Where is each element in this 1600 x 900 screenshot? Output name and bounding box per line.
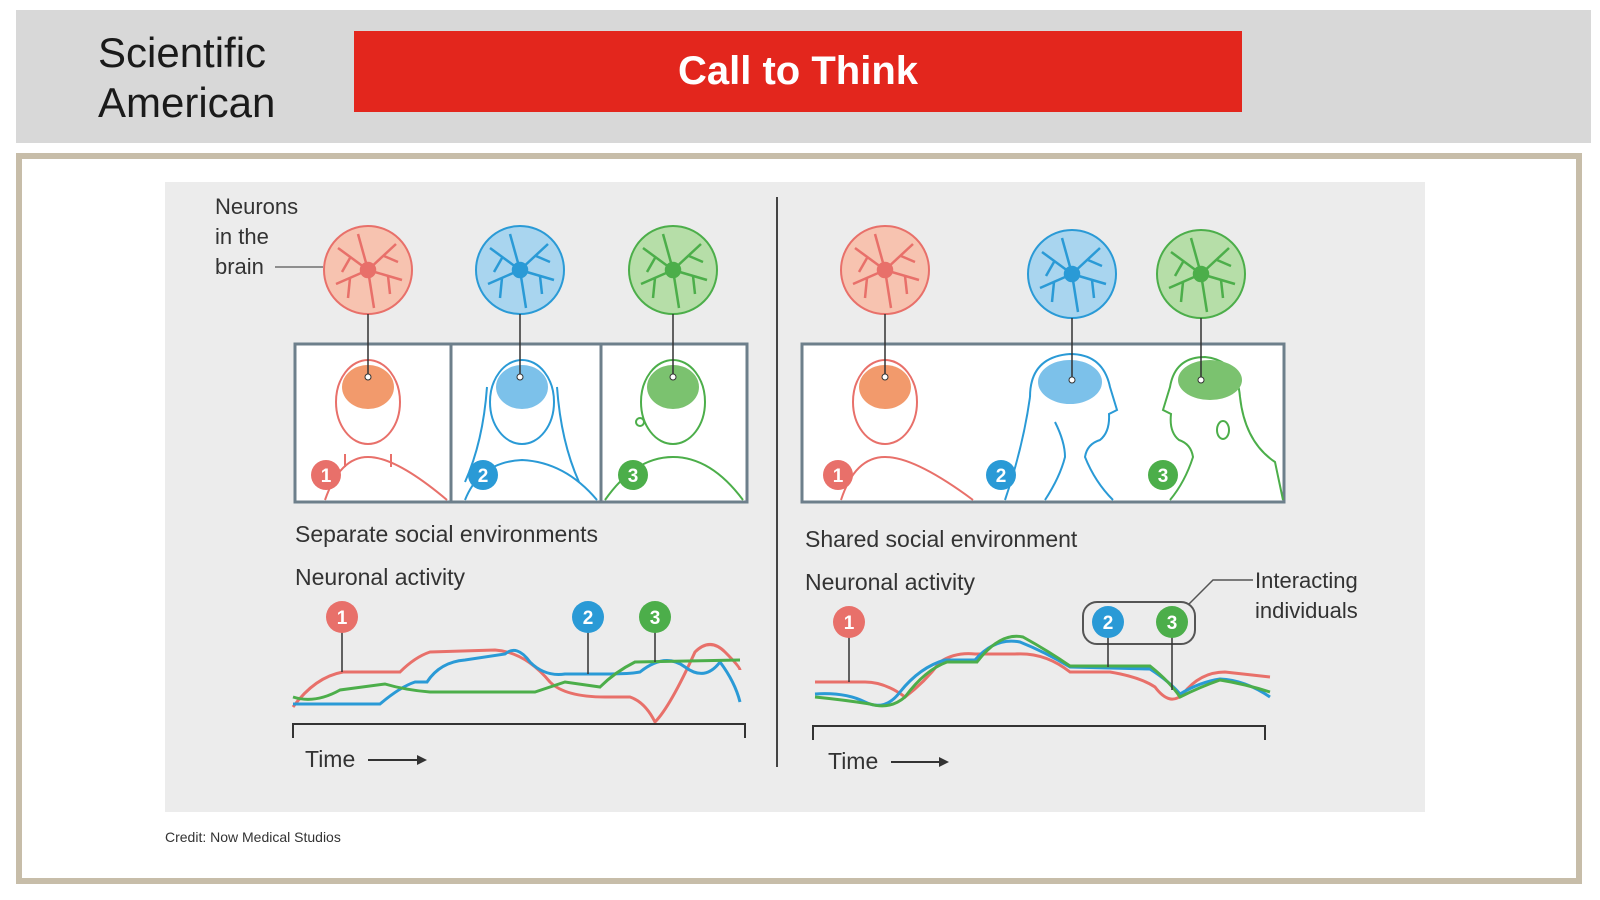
brain-person-left-2 (496, 365, 548, 409)
neurons-label-line-1: Neurons (215, 194, 298, 219)
neuron-circle-right-1 (840, 225, 930, 315)
interacting-label-line-2: individuals (1255, 598, 1358, 623)
image-credit: Credit: Now Medical Studios (165, 829, 341, 845)
interacting-leader (1188, 579, 1253, 605)
interacting-label-line-1: Interacting (1255, 568, 1358, 593)
interacting-group-box (1082, 601, 1196, 645)
banner-title: Call to Think (678, 49, 918, 93)
left-caption: Separate social environments (295, 521, 598, 547)
badge-left-3-label: 3 (628, 466, 639, 487)
time-axis-right (812, 725, 1266, 740)
left-activity-label: Neuronal activity (295, 564, 466, 590)
trace-left-1 (291, 643, 742, 725)
neuron-circle-right-2 (1027, 229, 1117, 319)
pin-left-1-label: 1 (337, 608, 348, 629)
trace-left-3 (292, 658, 741, 701)
neurons-label-line-3: brain (215, 254, 264, 279)
title-banner: Call to Think (354, 31, 1242, 112)
connector-dot-left-2 (516, 373, 524, 381)
badge-left-3: 3 (618, 460, 648, 490)
right-caption: Shared social environment (805, 526, 1078, 552)
pin-left-1: 1 (326, 601, 358, 672)
badge-left-2: 2 (468, 460, 498, 490)
connector-dot-right-1 (881, 373, 889, 381)
badge-left-1-label: 1 (321, 466, 332, 487)
badge-right-2: 2 (986, 460, 1016, 490)
connector-dot-left-1 (364, 373, 372, 381)
pin-right-2: 2 (1092, 606, 1124, 667)
badge-left-2-label: 2 (478, 466, 489, 487)
diagram-figure: Neurons in the brain (165, 182, 1425, 812)
brain-person-left-1 (342, 365, 394, 409)
connector-dot-right-2 (1068, 376, 1076, 384)
trace-right-3 (814, 634, 1271, 708)
neuron-circle-left-3 (628, 225, 718, 315)
time-label-left: Time (305, 746, 355, 772)
head-person-right-2 (1004, 352, 1119, 501)
brain-person-right-3 (1178, 360, 1242, 400)
right-activity-label: Neuronal activity (805, 569, 976, 595)
brand-logo[interactable]: Scientific American (98, 28, 328, 128)
connector-dot-right-3 (1197, 376, 1205, 384)
header-bar: Scientific American Call to Think (16, 10, 1591, 143)
pin-right-3: 3 (1156, 606, 1188, 690)
pin-right-2-label: 2 (1103, 613, 1114, 634)
pin-left-2-label: 2 (583, 608, 594, 629)
badge-right-3-label: 3 (1158, 466, 1169, 487)
brand-line-2: American (98, 79, 276, 126)
pin-left-3: 3 (639, 601, 671, 662)
arrow-right-icon (368, 755, 427, 765)
pin-left-3-label: 3 (650, 608, 661, 629)
trace-right-2 (814, 639, 1271, 707)
neuron-circle-right-3 (1156, 229, 1246, 319)
pin-right-1: 1 (833, 606, 865, 682)
trace-right-1 (815, 652, 1271, 701)
badge-right-1-label: 1 (833, 466, 844, 487)
badge-right-1: 1 (823, 460, 853, 490)
connector-dot-left-3 (669, 373, 677, 381)
badge-right-3: 3 (1148, 460, 1178, 490)
neurons-label-line-2: in the (215, 224, 269, 249)
trace-left-2 (293, 648, 742, 706)
time-axis-left (292, 723, 746, 738)
brain-person-left-3 (647, 365, 699, 409)
figure-frame: Neurons in the brain (16, 153, 1582, 884)
neuron-circle-left-1 (323, 225, 413, 315)
brand-line-1: Scientific (98, 29, 267, 76)
arrow-right-icon (891, 757, 949, 767)
brain-person-right-1 (859, 365, 911, 409)
badge-left-1: 1 (311, 460, 341, 490)
pin-left-2: 2 (572, 601, 604, 674)
pin-right-3-label: 3 (1167, 613, 1178, 634)
head-person-right-3 (1161, 355, 1284, 501)
badge-right-2-label: 2 (996, 466, 1007, 487)
diagram-svg: Neurons in the brain (215, 194, 1358, 774)
neuron-circle-left-2 (475, 225, 565, 315)
pin-right-1-label: 1 (844, 613, 855, 634)
time-label-right: Time (828, 748, 878, 774)
